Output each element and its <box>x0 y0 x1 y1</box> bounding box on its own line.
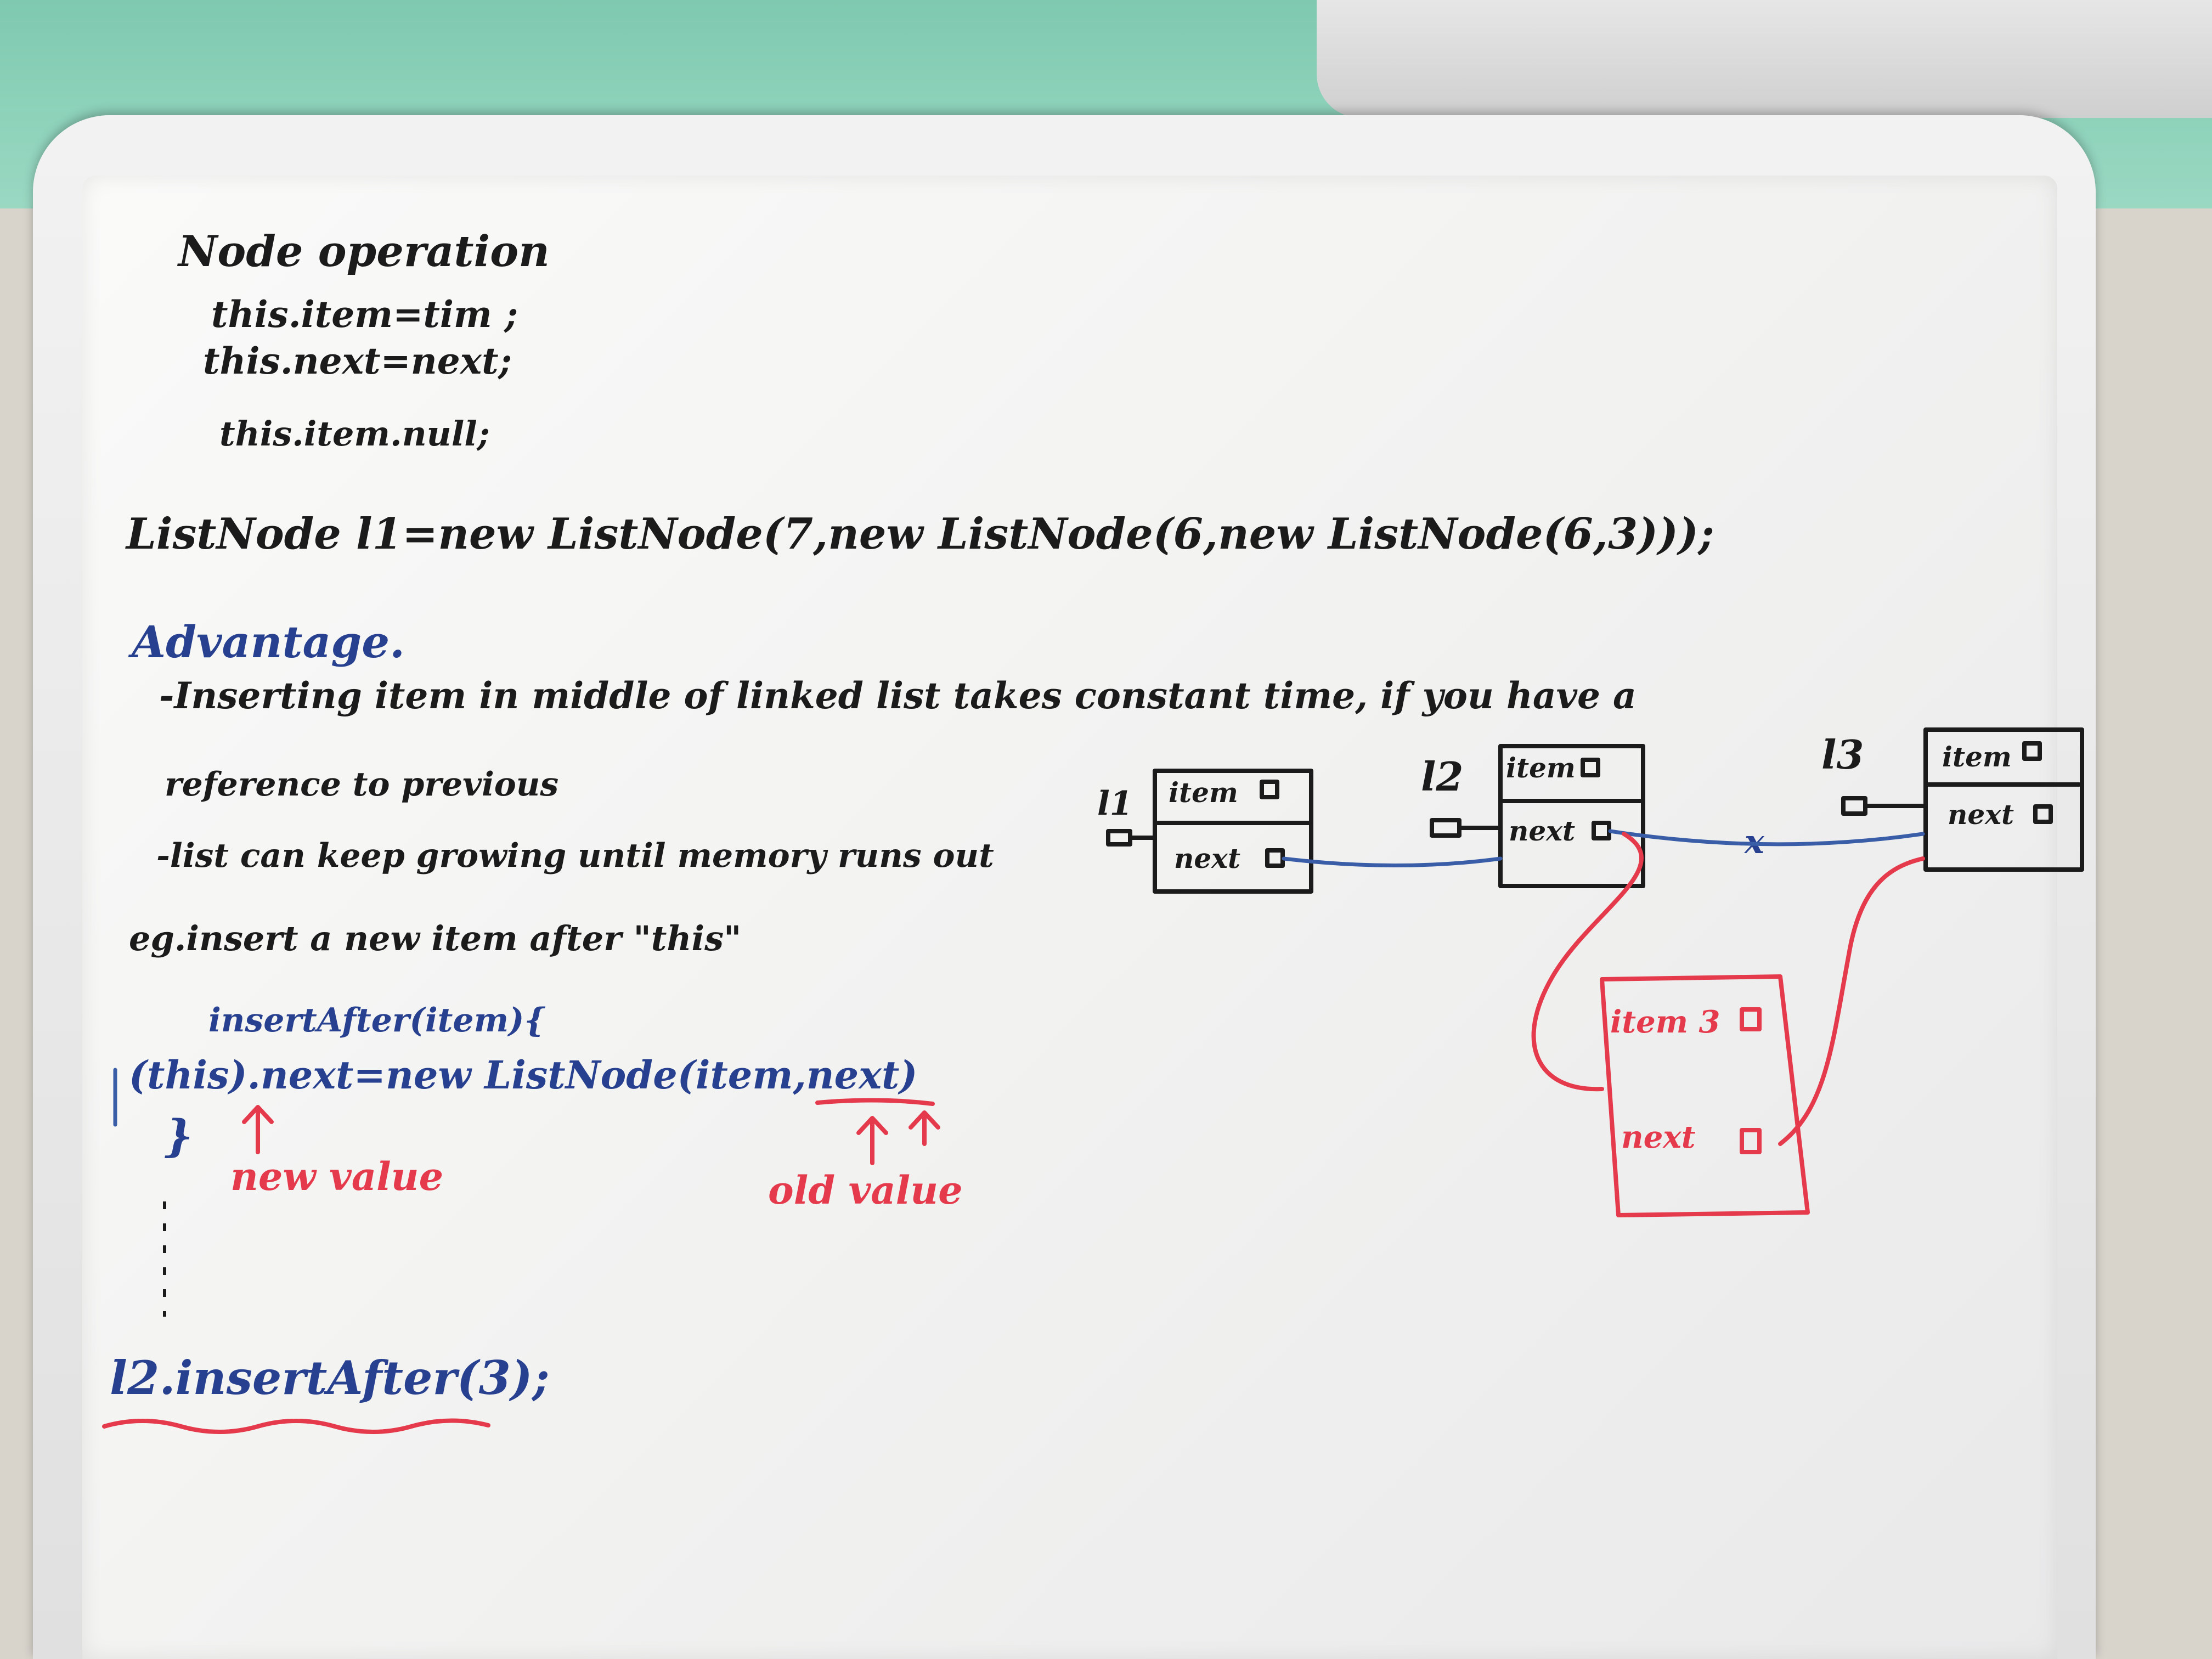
heading-node-operation: Node operation <box>178 227 550 276</box>
whiteboard-surface <box>82 176 2057 1659</box>
new-node-next-label: next <box>1621 1119 1696 1155</box>
node2-next-label: next <box>1509 815 1576 847</box>
ref-l2-label: l2 <box>1421 753 1464 800</box>
new-node-item-slot <box>1740 1007 1762 1031</box>
bullet-1: -Inserting item in middle of linked list… <box>159 674 1637 717</box>
node2-next-slot <box>1592 821 1611 840</box>
insert-method-body: (this).next=new ListNode(item,next) <box>129 1052 918 1098</box>
old-value-arrowhead-2 <box>909 1110 940 1130</box>
arrow-new-node-to-node3 <box>1778 856 1925 1146</box>
old-value-overline <box>815 1098 935 1106</box>
ref-l1-box <box>1106 829 1132 847</box>
node2-item-label: item <box>1506 752 1576 784</box>
arrow-node2-to-new-node <box>1531 832 1644 1092</box>
node3-item-slot <box>2022 741 2042 761</box>
ref-l1-label: l1 <box>1097 785 1133 823</box>
node3-box <box>1923 727 2084 872</box>
advantage-title: Advantage. <box>132 616 405 668</box>
arrow-node1-to-node2 <box>1282 856 1503 867</box>
node3-item-label: item <box>1942 741 2012 773</box>
old-value-arrowhead-1 <box>856 1116 888 1135</box>
node1-item-slot <box>1260 780 1279 799</box>
code-line-3: this.item.null; <box>219 414 490 454</box>
node1-box <box>1153 769 1313 894</box>
insert-call: l2.insertAfter(3); <box>110 1351 550 1405</box>
node3-next-label: next <box>1948 798 2015 831</box>
call-underline <box>102 1418 490 1434</box>
node2-item-slot <box>1581 758 1600 777</box>
ref-l3-label: l3 <box>1821 731 1864 778</box>
bullet-4: eg.insert a new item after "this" <box>129 918 742 958</box>
node3-next-slot <box>2033 804 2053 824</box>
bullet-3: -list can keep growing until memory runs… <box>156 837 994 875</box>
code-line-1: this.item=tim ; <box>211 293 518 336</box>
old-value-label: old value <box>768 1167 963 1213</box>
code-line-2: this.next=next; <box>203 340 512 382</box>
ref-l3-box <box>1841 796 1867 816</box>
node2-box <box>1498 744 1645 888</box>
close-brace: } <box>165 1110 193 1161</box>
laptop-corner <box>1317 0 2212 118</box>
insert-method-signature: insertAfter(item){ <box>208 1001 546 1040</box>
list-declaration: ListNode l1=new ListNode(7,new ListNode(… <box>126 509 1714 559</box>
node1-item-label: item <box>1169 776 1238 809</box>
node1-next-label: next <box>1174 842 1241 874</box>
new-value-arrowhead <box>242 1105 274 1124</box>
new-node-box <box>1600 974 1810 1217</box>
new-value-label: new value <box>230 1154 444 1199</box>
new-node-next-slot <box>1740 1128 1762 1154</box>
bullet-2: reference to previous <box>165 765 559 804</box>
arrow-node2-to-node3-old <box>1608 829 1925 847</box>
ref-l2-box <box>1430 818 1462 838</box>
node1-next-slot <box>1265 848 1285 868</box>
new-node-item-label: item 3 <box>1610 1004 1720 1040</box>
